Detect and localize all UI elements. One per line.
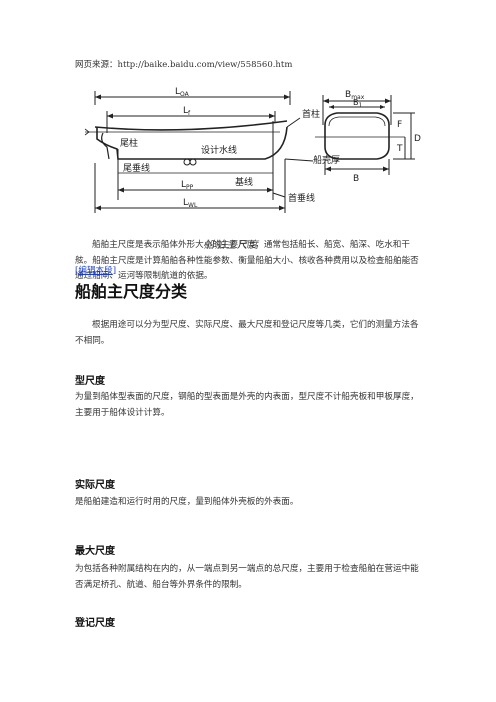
lf-label: Lf [183, 106, 191, 117]
f-label: F [397, 120, 402, 130]
section-outline [324, 112, 390, 160]
figure-caption: 船舶主尺度 [204, 240, 259, 251]
d-label: D [414, 134, 421, 144]
lwl-label: LWL [183, 198, 198, 209]
intro-paragraph: 船舶主尺度是表示船体外形大小的主要尺度，通常包括船长、船宽、船深、吃水和干舷。船… [75, 240, 419, 281]
edit-section-link[interactable]: [编辑本段] [75, 266, 117, 276]
hull-thickness-label: 船壳厚 [313, 154, 340, 166]
design-waterline-label: 设计水线 [201, 144, 237, 156]
section-intro: 根据用途可以分为型尺度、实际尺度、最大尺度和登记尺度等几类，它们的测量方法各不相… [75, 320, 419, 346]
bmax-label: Bmax [345, 90, 365, 101]
loa-label: LOA [175, 87, 190, 98]
subsection-text: 是船舶建造和运行时用的尺度，量到船体外壳板的外表面。 [75, 497, 299, 507]
section-title: 船舶主尺度分类 [75, 282, 188, 301]
aft-perpendicular-label: 尾垂线 [123, 162, 150, 174]
subsection-text: 为包括各种附属结构在内的，从一端点到另一端点的总尺度，主要用于检查船舶在营运中能… [75, 564, 419, 590]
stem-label: 首柱 [302, 108, 320, 120]
subsection-text: 为量到船体型表面的尺度，钢船的型表面是外壳的内表面，型尺度不计船壳板和甲板厚度，… [75, 392, 419, 418]
rudder-outline [101, 132, 110, 160]
deck-line [94, 120, 288, 131]
baseline-label: 基线 [235, 176, 253, 188]
ship-dimensions-figure: LOA Lf 首柱 尾柱 设计水线 船壳厚 尾垂线 基线 LPP 首垂线 LWL… [84, 87, 421, 213]
subsection-title: 实际尺度 [75, 480, 115, 491]
subsection-title: 登记尺度 [75, 618, 115, 629]
subsection-title: 最大尺度 [75, 546, 115, 557]
b1-label: B1 [353, 98, 363, 109]
source-line: 网页来源：http://baike.baidu.com/view/558560.… [75, 60, 293, 70]
subsection-title: 型尺度 [75, 376, 105, 387]
edit-section-label[interactable]: 编辑本段 [78, 266, 113, 276]
b-label: B [353, 174, 359, 184]
lpp-label: LPP [181, 180, 194, 191]
stern-post-label: 尾柱 [120, 137, 138, 149]
t-label: T [396, 144, 403, 154]
fwd-perpendicular-label: 首垂线 [288, 192, 315, 204]
